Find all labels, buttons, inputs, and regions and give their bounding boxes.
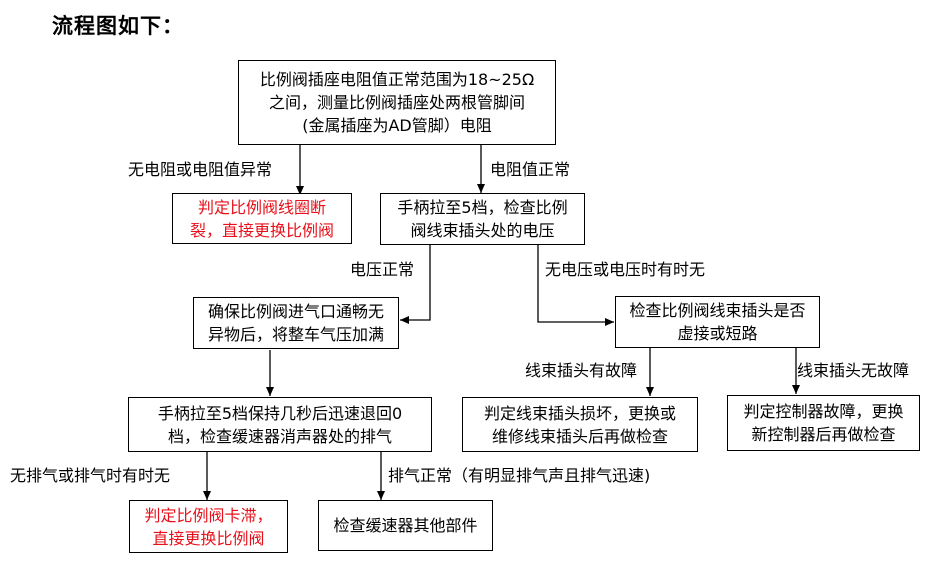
edge-label-no-resistance: 无电阻或电阻值异常 bbox=[128, 160, 273, 179]
edge-no-voltage-line bbox=[537, 245, 614, 326]
node-harness-fault-line-2: 维修线束插头后再做检查 bbox=[491, 426, 668, 446]
node-check-other-line-1: 检查缓速器其他部件 bbox=[333, 516, 478, 535]
node-start-line-2: 之间，测量比例阀插座处两根管脚间 bbox=[268, 93, 525, 112]
node-harness-fault: 判定线束插头损坏，更换或 维修线束插头后再做检查 bbox=[462, 397, 698, 452]
edge-label-harness-no-fault: 线束插头无故障 bbox=[797, 361, 910, 380]
node-start-line-3: (金属插座为AD管脚）电阻 bbox=[302, 116, 492, 135]
node-check-other: 检查缓速器其他部件 bbox=[318, 500, 493, 551]
node-handle5-voltage: 手柄拉至5档，检查比例 阀线束插头处的电压 bbox=[380, 193, 585, 245]
node-handle5-voltage-line-2: 阀线束插头处的电压 bbox=[410, 221, 555, 240]
node-harness-fault-line-1: 判定线束插头损坏，更换或 bbox=[483, 403, 676, 423]
node-valve-stuck-line-2: 直接更换比例阀 bbox=[152, 528, 265, 548]
edge-label-no-voltage: 无电压或电压时有时无 bbox=[545, 260, 706, 279]
edge-label-voltage-ok: 电压正常 bbox=[350, 260, 415, 279]
node-coil-fault-line-1: 判定比例阀线圈断 bbox=[197, 197, 326, 217]
node-controller-fault-line-2: 新控制器后再做检查 bbox=[751, 425, 896, 444]
edge-label-resistance-ok: 电阻值正常 bbox=[490, 160, 571, 179]
node-ensure-air: 确保比例阀进气口通畅无 异物后，将整车气压加满 bbox=[193, 297, 399, 349]
node-handle5-voltage-line-1: 手柄拉至5档，检查比例 bbox=[397, 198, 568, 217]
node-check-plug: 检查比例阀线束插头是否 虚接或短路 bbox=[615, 296, 820, 348]
edge-voltage-ok-line bbox=[400, 245, 431, 324]
node-start-line-1: 比例阀插座电阻值正常范围为18~25Ω bbox=[259, 70, 535, 89]
node-valve-stuck: 判定比例阀卡滞， 直接更换比例阀 bbox=[129, 500, 288, 553]
node-check-plug-line-2: 虚接或短路 bbox=[677, 324, 758, 343]
node-handle5-exhaust: 手柄拉至5档保持几秒后迅速退回0 档，检查缓速器消声器处的排气 bbox=[128, 397, 432, 452]
node-coil-fault: 判定比例阀线圈断 裂，直接更换比例阀 bbox=[172, 193, 352, 244]
node-controller-fault-line-1: 判定控制器故障，更换 bbox=[743, 402, 904, 421]
page-title: 流程图如下： bbox=[52, 13, 184, 38]
node-controller-fault: 判定控制器故障，更换 新控制器后再做检查 bbox=[727, 395, 920, 451]
node-handle5-exhaust-line-2: 档，检查缓速器消声器处的排气 bbox=[167, 426, 392, 446]
node-ensure-air-line-2: 异物后，将整车气压加满 bbox=[207, 325, 384, 344]
node-ensure-air-line-1: 确保比例阀进气口通畅无 bbox=[207, 302, 384, 321]
node-coil-fault-line-2: 裂，直接更换比例阀 bbox=[189, 220, 334, 240]
node-handle5-exhaust-line-1: 手柄拉至5档保持几秒后迅速退回0 bbox=[157, 403, 403, 423]
node-valve-stuck-line-1: 判定比例阀卡滞， bbox=[144, 505, 273, 525]
edge-label-harness-fault: 线束插头有故障 bbox=[525, 361, 638, 380]
node-start: 比例阀插座电阻值正常范围为18~25Ω 之间，测量比例阀插座处两根管脚间 (金属… bbox=[238, 60, 556, 145]
edge-label-no-exhaust: 无排气或排气时有时无 bbox=[10, 466, 171, 485]
node-check-plug-line-1: 检查比例阀线束插头是否 bbox=[629, 301, 806, 320]
edge-label-exhaust-ok: 排气正常（有明显排气声且排气迅速) bbox=[388, 466, 651, 485]
